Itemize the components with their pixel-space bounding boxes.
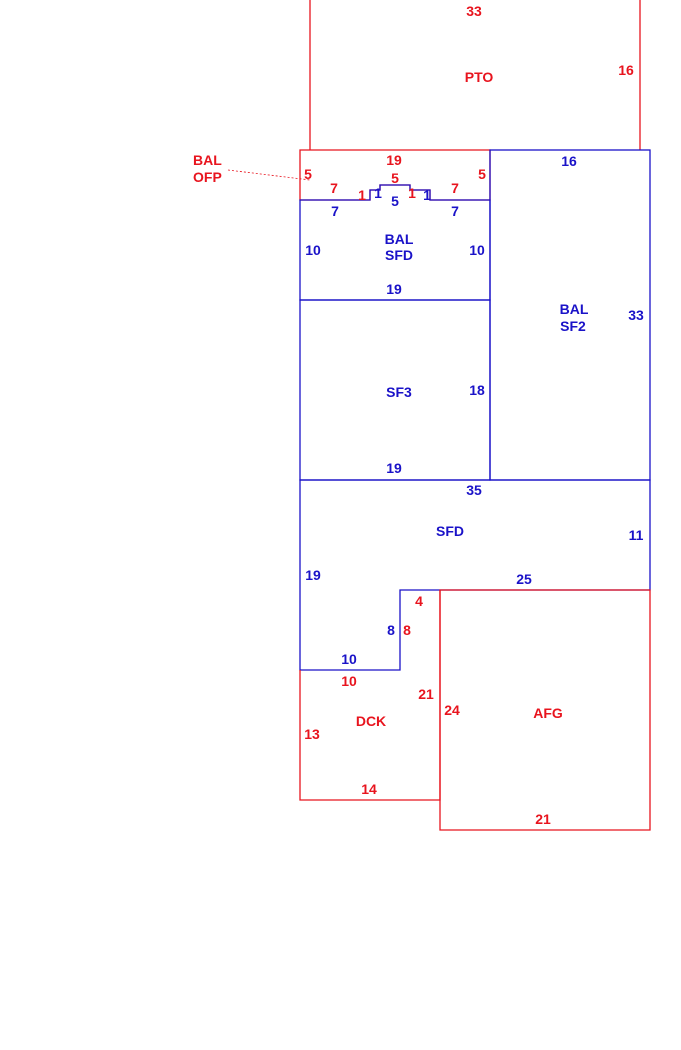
bal-ofp-step-right-dimension: 7 <box>451 180 459 196</box>
bal-ofp-notch-right-dimension: 1 <box>408 185 416 201</box>
bal-sf2-right-dimension: 33 <box>628 307 644 323</box>
bal-ofp-top-dimension: 19 <box>386 152 402 168</box>
pto-top-dimension: 33 <box>466 3 482 19</box>
bal-sfd-top-center-dimension: 5 <box>391 193 399 209</box>
bal-ofp-step-left-dimension: 7 <box>330 180 338 196</box>
sfd-left-dimension: 19 <box>305 567 321 583</box>
bal-sfd-label-line1: BAL <box>385 231 414 247</box>
bal-sfd-notch-left-dimension: 1 <box>374 185 382 201</box>
bal-ofp-notch-left-dimension: 1 <box>358 187 366 203</box>
afg-left-dimension: 24 <box>444 702 460 718</box>
pto-label: PTO <box>465 69 494 85</box>
bal-ofp-notch-top-dimension: 5 <box>391 170 399 186</box>
dck-left-dimension: 13 <box>304 726 320 742</box>
bal-sf2-label-line1: BAL <box>560 301 589 317</box>
sfd-outline <box>299 479 651 671</box>
sf3-label: SF3 <box>386 384 412 400</box>
afg-notch-side-dimension: 8 <box>403 622 411 638</box>
sfd-right-dimension: 11 <box>629 527 644 543</box>
sfd-inner-right-dimension: 8 <box>387 622 395 638</box>
dck-right-dimension: 21 <box>418 686 434 702</box>
sfd-bottom-dimension: 10 <box>341 651 357 667</box>
bal-sfd-top-left-dimension: 7 <box>331 203 339 219</box>
bal-sf2-label-line2: SF2 <box>560 318 586 334</box>
bal-sf2-top-dimension: 16 <box>561 153 577 169</box>
bal-sfd-label-line2: SFD <box>385 247 413 263</box>
dck-bottom-dimension: 14 <box>361 781 377 797</box>
sf3-bottom-dimension: 19 <box>386 460 402 476</box>
bal-sfd-right-dimension: 10 <box>469 242 485 258</box>
bal-ofp-right-dimension: 5 <box>478 166 486 182</box>
bal-ofp-label-line1: BAL <box>193 152 222 168</box>
afg-notch-top-dimension: 4 <box>415 593 423 609</box>
dck-top-dimension: 10 <box>341 673 357 689</box>
dck-label: DCK <box>356 713 386 729</box>
bal-sfd-top-right-dimension: 7 <box>451 203 459 219</box>
afg-outline <box>439 589 651 831</box>
afg-bottom-dimension: 21 <box>535 811 551 827</box>
bal-sfd-notch-right-dimension: 1 <box>423 187 431 203</box>
bal-sfd-bottom-dimension: 19 <box>386 281 402 297</box>
bal-ofp-label-line2: OFP <box>193 169 222 185</box>
bal-ofp-left-dimension: 5 <box>304 166 312 182</box>
bal-sfd-left-dimension: 10 <box>305 242 321 258</box>
pto-right-dimension: 16 <box>618 62 634 78</box>
sfd-top-dimension: 35 <box>466 482 482 498</box>
afg-label: AFG <box>533 705 563 721</box>
sfd-label: SFD <box>436 523 464 539</box>
bal-ofp-leader-line <box>227 169 311 181</box>
sf3-right-dimension: 18 <box>469 382 485 398</box>
sfd-step-top-dimension: 25 <box>516 571 532 587</box>
pto-outline <box>309 0 641 150</box>
